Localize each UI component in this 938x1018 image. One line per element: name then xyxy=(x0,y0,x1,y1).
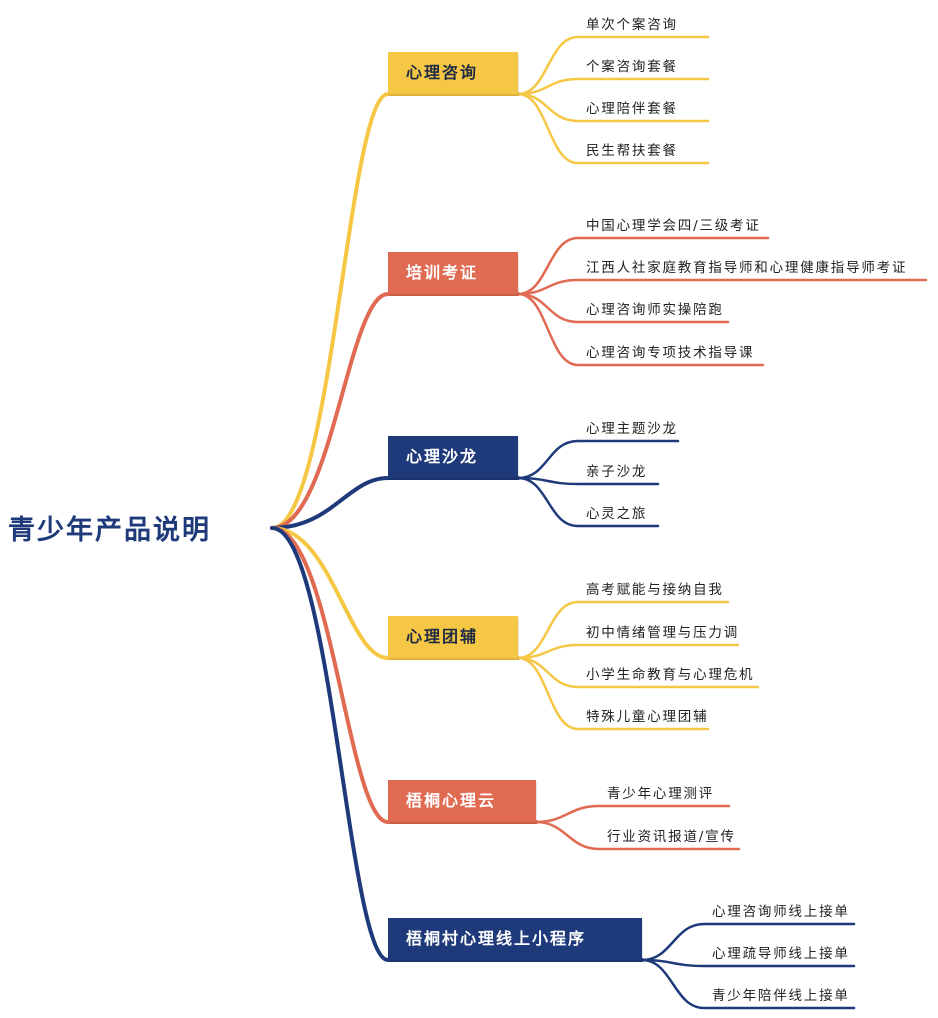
leaf-connector xyxy=(534,820,741,851)
leaf-node: 个案咨询套餐 xyxy=(586,59,678,75)
branch-node: 培训考证 xyxy=(388,252,518,294)
leaf-node: 青少年心理测评 xyxy=(607,786,715,802)
leaf-node: 青少年陪伴线上接单 xyxy=(712,988,850,1004)
branch-connector xyxy=(270,526,644,962)
leaf-node: 小学生命教育与心理危机 xyxy=(586,667,755,683)
branch-node: 梧桐村心理线上小程序 xyxy=(388,918,642,960)
leaf-node: 初中情绪管理与压力调 xyxy=(586,625,739,641)
leaf-node: 心理咨询师线上接单 xyxy=(712,904,850,920)
leaf-node: 心理咨询师实操陪跑 xyxy=(586,302,724,318)
leaf-connector xyxy=(516,476,660,528)
branch-connector xyxy=(270,476,520,530)
leaf-node: 单次个案咨询 xyxy=(586,17,678,33)
branch-connector xyxy=(270,92,520,530)
leaf-connector xyxy=(516,656,710,731)
leaf-node: 江西人社家庭教育指导师和心理健康指导师考证 xyxy=(586,260,908,276)
leaf-connector xyxy=(516,656,760,689)
branch-node: 梧桐心理云 xyxy=(388,780,536,822)
leaf-connector xyxy=(516,600,730,660)
branch-node: 心理咨询 xyxy=(388,52,518,94)
leaf-connector xyxy=(516,92,710,123)
branch-connector xyxy=(270,526,520,660)
leaf-connector xyxy=(640,958,856,968)
leaf-node: 心理疏导师线上接单 xyxy=(712,946,850,962)
branch-node: 心理沙龙 xyxy=(388,436,518,478)
leaf-node: 心理咨询专项技术指导课 xyxy=(586,345,755,361)
branch-connector xyxy=(270,292,520,530)
leaf-connector xyxy=(516,278,928,296)
leaf-node: 心理主题沙龙 xyxy=(586,421,678,437)
leaf-node: 民生帮扶套餐 xyxy=(586,143,678,159)
leaf-connector xyxy=(516,292,765,367)
leaf-node: 心理陪伴套餐 xyxy=(586,101,678,117)
leaf-node: 特殊儿童心理团辅 xyxy=(586,709,709,725)
leaf-connector xyxy=(534,804,731,824)
leaf-node: 亲子沙龙 xyxy=(586,464,648,480)
leaf-connector xyxy=(516,92,710,165)
branch-node: 心理团辅 xyxy=(388,616,518,658)
branch-connector xyxy=(270,526,538,824)
leaf-connector xyxy=(516,643,740,660)
root-node: 青少年产品说明 xyxy=(8,515,211,546)
leaf-node: 心灵之旅 xyxy=(586,506,648,522)
leaf-connector xyxy=(516,476,660,486)
leaf-connector xyxy=(516,292,730,324)
leaf-connector xyxy=(516,77,710,96)
leaf-connector xyxy=(516,439,680,480)
leaf-connector xyxy=(516,35,710,96)
leaf-node: 高考赋能与接纳自我 xyxy=(586,582,724,598)
leaf-node: 中国心理学会四/三级考证 xyxy=(586,218,761,234)
leaf-connector xyxy=(640,958,856,1010)
leaf-connector xyxy=(640,922,856,962)
leaf-connector xyxy=(516,236,770,296)
leaf-node: 行业资讯报道/宣传 xyxy=(607,829,736,845)
